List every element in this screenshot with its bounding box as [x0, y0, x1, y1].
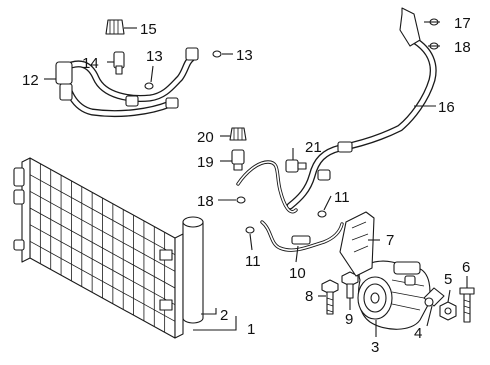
- callout-13: 13: [146, 48, 163, 65]
- service-cap: [105, 19, 125, 35]
- callout-9: 9: [345, 311, 353, 328]
- suction-hose: [55, 47, 199, 118]
- o-ring: [144, 50, 222, 90]
- condenser-tube: [29, 190, 176, 272]
- callout-4: 4: [414, 325, 422, 342]
- condenser-tube: [29, 224, 176, 306]
- callout-18: 18: [454, 39, 471, 56]
- callout-10: 10: [289, 265, 306, 282]
- o-ring-upper: [429, 18, 439, 50]
- callout-8: 8: [305, 288, 313, 305]
- switch-cap: [229, 127, 247, 141]
- condenser-tube: [29, 174, 176, 256]
- condenser-tube: [29, 207, 176, 289]
- callout-11: 11: [334, 189, 350, 206]
- callout-1: 1: [247, 321, 255, 338]
- stud: [459, 287, 475, 323]
- callout-17: 17: [454, 15, 471, 32]
- callout-21: 21: [305, 139, 322, 156]
- liquid-line: [236, 160, 344, 252]
- callout-15: 15: [140, 21, 157, 38]
- callout-7: 7: [386, 232, 394, 249]
- callout-20: 20: [197, 129, 214, 146]
- valve: [285, 159, 307, 173]
- callout-5: 5: [444, 271, 452, 288]
- callout-labels: 15 14 13 13 12 17 18 16 20 19 21 18 11 1…: [22, 15, 471, 356]
- callout-3: 3: [371, 339, 379, 356]
- bolt: [321, 279, 339, 315]
- callout-19: 19: [197, 154, 214, 171]
- callout-12: 12: [22, 72, 39, 89]
- pressure-switch: [231, 149, 245, 171]
- callout-18: 18: [197, 193, 214, 210]
- callout-14: 14: [82, 55, 99, 72]
- callout-13: 13: [236, 47, 253, 64]
- o-ring-lower: [236, 196, 327, 234]
- callout-16: 16: [438, 99, 455, 116]
- discharge-hose: [286, 7, 437, 210]
- bushing: [423, 287, 445, 307]
- pressure-sensor: [113, 51, 125, 75]
- heat-shield: [339, 211, 375, 277]
- leader-lines: [44, 21, 468, 337]
- nut: [439, 301, 457, 321]
- bolt-short: [341, 271, 359, 299]
- condenser: [13, 157, 184, 339]
- condenser-tube: [29, 240, 176, 322]
- callout-2: 2: [220, 307, 228, 324]
- callout-11: 11: [245, 253, 261, 270]
- receiver-drier: [182, 216, 204, 324]
- compressor: [357, 260, 431, 330]
- callout-6: 6: [462, 259, 470, 276]
